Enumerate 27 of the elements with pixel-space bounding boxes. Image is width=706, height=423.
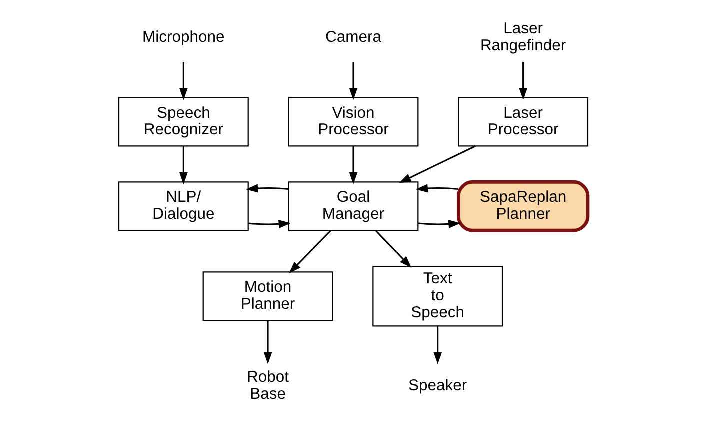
arrow <box>288 230 331 274</box>
node-box: Laser Processor <box>458 96 588 146</box>
node-text: Speaker <box>408 376 467 394</box>
node-box: Goal Manager <box>288 181 418 231</box>
arrow <box>433 326 442 364</box>
arrow <box>518 62 528 100</box>
arrow <box>178 146 188 184</box>
arrow <box>263 320 272 364</box>
node-text: Laser Rangefinder <box>480 20 566 54</box>
arrow <box>375 230 412 268</box>
node-box: NLP/ Dialogue <box>118 181 248 231</box>
node-text: Camera <box>325 28 381 46</box>
node-box: Motion Planner <box>202 271 333 321</box>
node-text: Robot Base <box>246 368 289 402</box>
arrow <box>248 220 290 228</box>
arrow <box>348 62 358 100</box>
arrow <box>418 220 460 228</box>
node-text: Microphone <box>142 28 224 46</box>
node-box: Speech Recognizer <box>118 96 248 146</box>
arrow <box>415 184 458 192</box>
arrow <box>245 184 288 192</box>
node-box: Text to Speech <box>372 265 503 326</box>
arrow <box>398 145 476 183</box>
arrow <box>178 62 188 100</box>
arrow <box>348 146 358 184</box>
node-box: SapaReplan Planner <box>456 180 590 232</box>
node-box: Vision Processor <box>288 96 418 146</box>
